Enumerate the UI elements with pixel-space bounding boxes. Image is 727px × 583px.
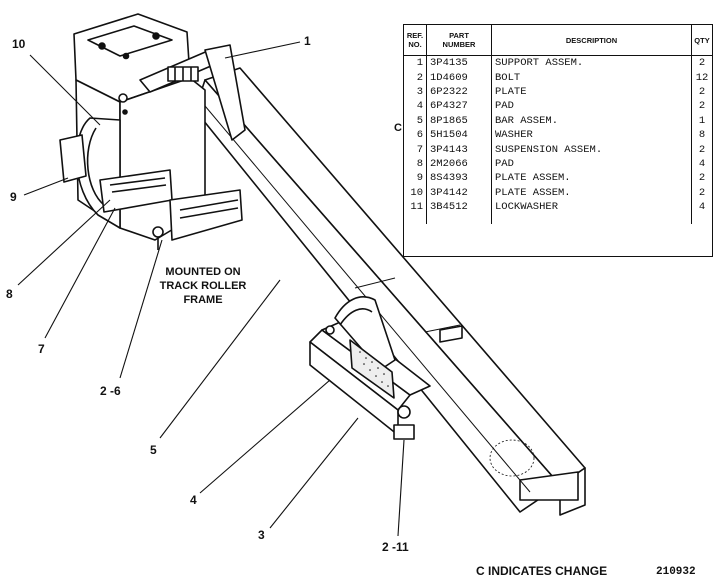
row-description: PAD bbox=[491, 99, 692, 114]
row-part-number: 2M2066 bbox=[426, 156, 492, 172]
row-qty: 1 bbox=[698, 114, 706, 127]
change-marker: C bbox=[394, 122, 402, 134]
callout-9: 9 bbox=[10, 190, 17, 204]
row-ref: 1 bbox=[404, 55, 427, 71]
row-ref: 9 bbox=[404, 171, 427, 186]
row-qty: 2 bbox=[698, 186, 706, 199]
row-part-number: 8P1865 bbox=[426, 113, 492, 128]
table-row: 9 8S4393 PLATE ASSEM. 2 bbox=[404, 171, 712, 186]
table-row: 8 2M2066 PAD 4 bbox=[404, 156, 712, 172]
row-part-number: 3P4143 bbox=[426, 142, 492, 157]
table-row: 5 8P1865 BAR ASSEM. 1 bbox=[404, 113, 712, 128]
callout-2-11: 2 -11 bbox=[382, 540, 409, 554]
table-row: 1 3P4135 SUPPORT ASSEM. 2 bbox=[404, 55, 712, 71]
row-description: BOLT bbox=[491, 70, 692, 85]
row-qty: 8 bbox=[698, 129, 706, 142]
table-row: 4 6P4327 PAD 2 bbox=[404, 99, 712, 114]
callout-1: 1 bbox=[304, 34, 311, 48]
row-qty: 4 bbox=[698, 157, 706, 170]
row-ref: 5 bbox=[404, 113, 427, 128]
row-ref: 10 bbox=[404, 185, 427, 200]
row-qty: 2 bbox=[698, 85, 706, 98]
row-part-number: 8S4393 bbox=[426, 171, 492, 186]
row-description: PLATE ASSEM. bbox=[491, 171, 692, 186]
row-qty: 2 bbox=[698, 172, 706, 185]
row-part-number: 3P4142 bbox=[426, 185, 492, 200]
table-row: 10 3P4142 PLATE ASSEM. 2 bbox=[404, 185, 712, 200]
leader-lines bbox=[17, 41, 405, 537]
row-description: PLATE ASSEM. bbox=[491, 185, 692, 200]
row-description: LOCKWASHER bbox=[491, 199, 692, 215]
row-description: PAD bbox=[491, 156, 692, 172]
header-ref-line-2: NO. bbox=[408, 40, 422, 49]
row-qty: 4 bbox=[698, 201, 706, 214]
table-row: 7 3P4143 SUSPENSION ASSEM. 2 bbox=[404, 142, 712, 157]
header-ref-no: REF. NO. bbox=[404, 25, 427, 56]
row-ref: 3 bbox=[404, 84, 427, 100]
callout-5: 5 bbox=[150, 443, 157, 457]
row-description: SUSPENSION ASSEM. bbox=[491, 142, 692, 157]
row-ref: 11 bbox=[404, 199, 427, 215]
parts-list-table: REF. NO. PART NUMBER DESCRIPTION QTY 1 3… bbox=[403, 24, 713, 257]
row-ref: 7 bbox=[404, 142, 427, 157]
row-qty: 2 bbox=[698, 57, 706, 70]
table-row: 2 1D4609 BOLT 12 bbox=[404, 70, 712, 85]
callout-7: 7 bbox=[38, 342, 45, 356]
row-part-number: 3P4135 bbox=[426, 55, 492, 71]
drawing-number: 210932 bbox=[656, 566, 696, 578]
row-part-number: 1D4609 bbox=[426, 70, 492, 85]
table-row: 3 6P2322 PLATE 2 bbox=[404, 84, 712, 100]
row-qty: 2 bbox=[698, 100, 706, 113]
mounting-note: MOUNTED ON TRACK ROLLER FRAME bbox=[158, 265, 248, 307]
row-description: BAR ASSEM. bbox=[491, 113, 692, 128]
callout-3: 3 bbox=[258, 528, 265, 542]
header-part-line-2: NUMBER bbox=[442, 40, 476, 49]
callout-4: 4 bbox=[190, 493, 197, 507]
row-qty: 2 bbox=[698, 143, 706, 156]
row-description: WASHER bbox=[491, 127, 692, 143]
mounting-note-line-1: MOUNTED ON bbox=[165, 266, 241, 278]
row-ref: 8 bbox=[404, 156, 427, 172]
row-part-number: 5H1504 bbox=[426, 127, 492, 143]
row-ref: 2 bbox=[404, 70, 427, 85]
row-part-number: 3B4512 bbox=[426, 199, 492, 215]
row-description: PLATE bbox=[491, 84, 692, 100]
header-part-line-1: PART bbox=[449, 31, 469, 40]
header-part-number: PART NUMBER bbox=[426, 25, 492, 56]
table-spacer-row bbox=[404, 214, 712, 225]
mounting-note-line-2: TRACK ROLLER bbox=[159, 280, 247, 292]
callout-10: 10 bbox=[12, 37, 26, 51]
change-legend: C INDICATES CHANGE bbox=[476, 564, 608, 578]
header-description: DESCRIPTION bbox=[491, 25, 692, 56]
row-part-number: 6P2322 bbox=[426, 84, 492, 100]
header-ref-line-1: REF. bbox=[406, 31, 424, 40]
callout-2-6: 2 -6 bbox=[100, 384, 121, 398]
support-assembly bbox=[59, 13, 246, 250]
row-part-number: 6P4327 bbox=[426, 99, 492, 114]
row-ref: 6 bbox=[404, 127, 427, 143]
header-qty: QTY bbox=[691, 25, 712, 56]
row-qty: 12 bbox=[695, 71, 709, 84]
row-description: SUPPORT ASSEM. bbox=[491, 55, 692, 71]
table-header-row: REF. NO. PART NUMBER DESCRIPTION QTY bbox=[404, 25, 712, 56]
mounting-note-line-3: FRAME bbox=[183, 294, 223, 306]
suspension-pad-assembly bbox=[309, 296, 463, 440]
callout-8: 8 bbox=[6, 287, 13, 301]
table-row: 11 3B4512 LOCKWASHER 4 bbox=[404, 199, 712, 215]
row-ref: 4 bbox=[404, 99, 427, 114]
table-row: 6 5H1504 WASHER 8 bbox=[404, 127, 712, 143]
